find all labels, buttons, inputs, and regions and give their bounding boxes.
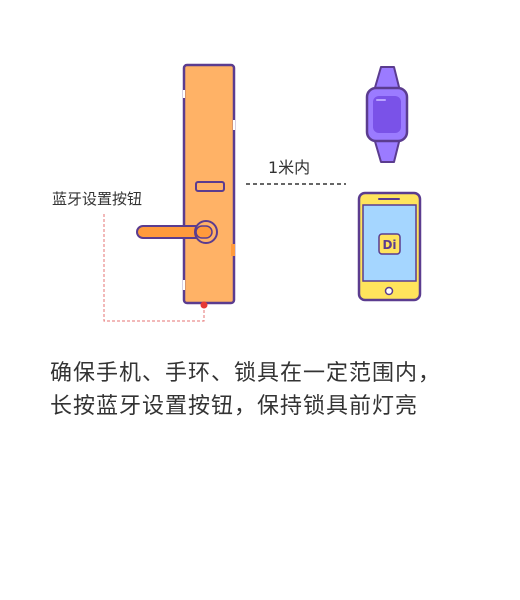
smartphone-icon: Di <box>357 191 422 302</box>
smart-watch-icon <box>365 66 409 163</box>
bluetooth-button-label: 蓝牙设置按钮 <box>52 190 143 208</box>
bluetooth-button-indicator <box>200 301 208 309</box>
instruction-line-1: 确保手机、手环、锁具在一定范围内， <box>50 361 442 386</box>
instruction-line-2: 长按蓝牙设置按钮，保持锁具前灯亮 <box>50 394 419 419</box>
door-lock <box>182 63 236 305</box>
distance-label: 1米内 <box>268 158 311 177</box>
smart-lock-pairing-illustration: Di <box>103 63 422 322</box>
lock-handle <box>136 220 218 244</box>
bluetooth-guide-line <box>103 214 205 322</box>
instructions-text: 确保手机、手环、锁具在一定范围内， 长按蓝牙设置按钮，保持锁具前灯亮 <box>50 357 510 423</box>
app-icon <box>378 233 401 255</box>
app-icon-text: Di <box>382 238 396 252</box>
